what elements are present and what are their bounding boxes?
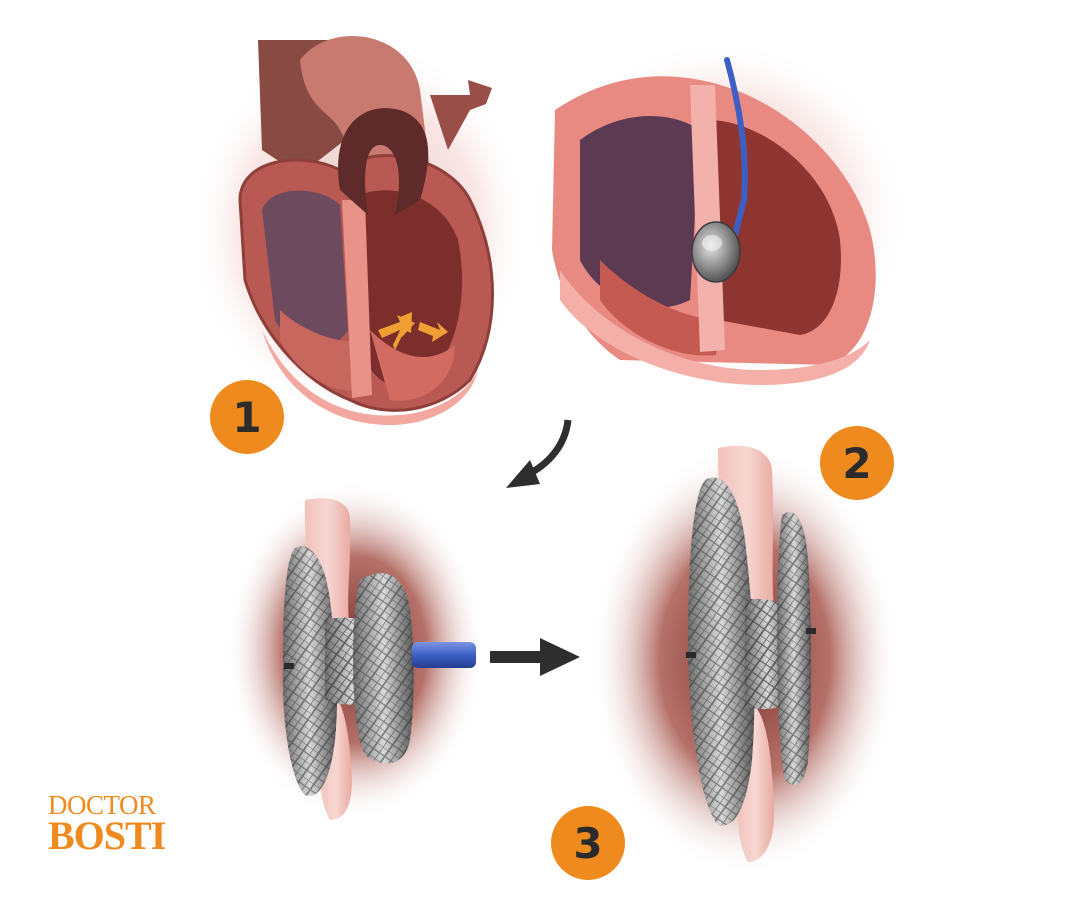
shunt-arrows-icon: [378, 312, 448, 350]
step-1-badge: 1: [210, 380, 284, 454]
step-2-number: 2: [842, 438, 872, 488]
occluder-deploying-illustration: [225, 480, 485, 820]
heart-cross-section-illustration: [190, 36, 530, 425]
logo-line-2: BOSTI: [48, 813, 166, 858]
delivery-cable: [412, 642, 476, 668]
doctor-bosti-logo: DOCTOR BOSTI: [48, 790, 188, 860]
step-3-badge: 3: [551, 806, 625, 880]
heart-closeup-catheter-illustration: [530, 40, 910, 390]
step-2-badge: 2: [820, 426, 894, 500]
occluder-released-illustration: [590, 445, 900, 875]
logo-line-1: DOCTOR: [48, 790, 156, 820]
step-1-number: 1: [232, 392, 262, 442]
step-3-number: 3: [573, 818, 603, 868]
